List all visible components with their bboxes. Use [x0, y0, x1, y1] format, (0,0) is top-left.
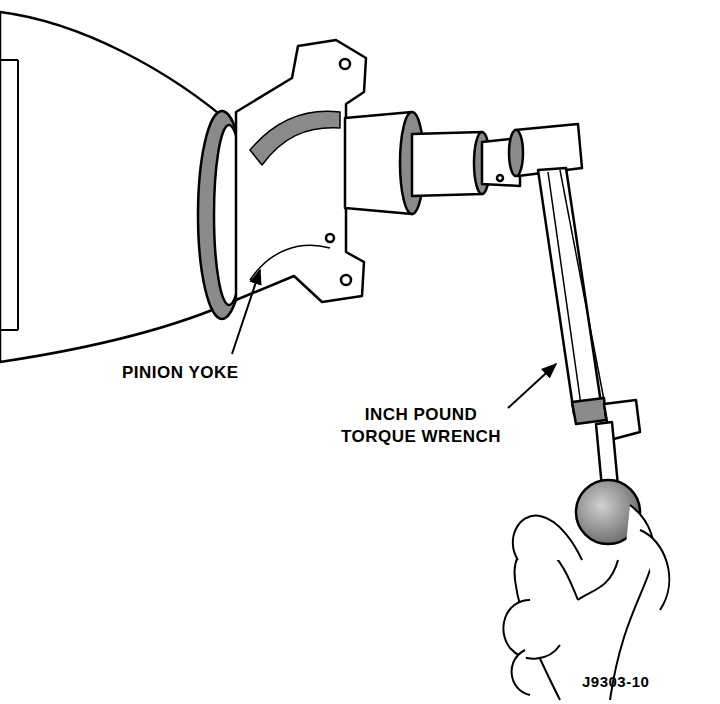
figure-number: J9303-10: [582, 672, 649, 692]
scale-plate: [572, 398, 606, 424]
hand: [503, 505, 669, 700]
part-label: PINION YOKE: [122, 362, 239, 384]
wrench-beam: [538, 168, 602, 414]
leader-line: [508, 364, 556, 408]
leader-line: [232, 270, 260, 354]
socket: [412, 132, 482, 196]
part-label: INCH POUND TORQUE WRENCH: [336, 404, 506, 448]
